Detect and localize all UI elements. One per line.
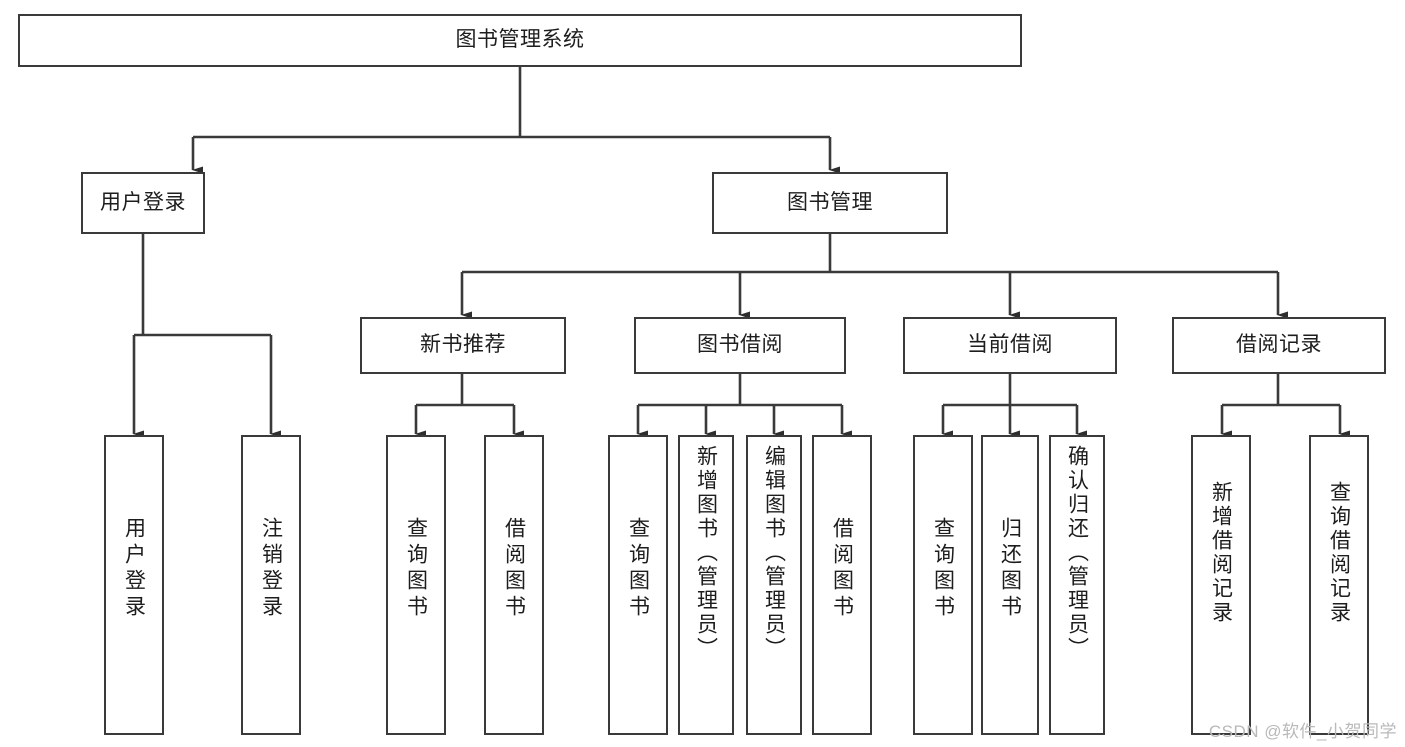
node-current-borrow[interactable]: 当前借阅 — [903, 317, 1117, 374]
watermark: CSDN @软件_小贺同学 — [1208, 722, 1397, 741]
leaf-query-book-1-label: 查询图书 — [404, 517, 428, 621]
node-new-book-recommend[interactable]: 新书推荐 — [360, 317, 566, 374]
node-root[interactable]: 图书管理系统 — [18, 14, 1022, 67]
leaf-query-book-2-label: 查询图书 — [626, 517, 650, 621]
leaf-query-book-3-label: 查询图书 — [931, 517, 955, 621]
leaf-borrow-book-2-label: 借阅图书 — [830, 517, 854, 621]
leaf-borrow-book-1[interactable]: 借阅图书 — [484, 435, 544, 735]
leaf-confirm-return[interactable]: 确认归还（管理员） — [1049, 435, 1105, 735]
leaf-user-logout-label: 注销登录 — [259, 517, 283, 621]
leaf-add-borrow-record-label: 新增借阅记录 — [1209, 481, 1233, 625]
leaf-query-borrow-record[interactable]: 查询借阅记录 — [1309, 435, 1369, 735]
node-user-login-label: 用户登录 — [100, 190, 186, 214]
node-user-login[interactable]: 用户登录 — [81, 172, 205, 234]
node-root-label: 图书管理系统 — [455, 28, 585, 52]
node-book-borrow[interactable]: 图书借阅 — [634, 317, 846, 374]
leaf-edit-book-label: 编辑图书（管理员） — [762, 445, 786, 661]
leaf-query-book-2[interactable]: 查询图书 — [608, 435, 668, 735]
leaf-user-logout[interactable]: 注销登录 — [241, 435, 301, 735]
leaf-add-book-label: 新增图书（管理员） — [694, 445, 718, 661]
leaf-user-login[interactable]: 用户登录 — [104, 435, 164, 735]
leaf-borrow-book-2[interactable]: 借阅图书 — [812, 435, 872, 735]
leaf-borrow-book-1-label: 借阅图书 — [502, 517, 526, 621]
leaf-edit-book[interactable]: 编辑图书（管理员） — [746, 435, 802, 735]
leaf-query-borrow-record-label: 查询借阅记录 — [1327, 481, 1351, 625]
node-book-manage-label: 图书管理 — [787, 190, 873, 214]
leaf-user-login-label: 用户登录 — [122, 517, 146, 621]
node-borrow-record[interactable]: 借阅记录 — [1172, 317, 1386, 374]
leaf-query-book-3[interactable]: 查询图书 — [913, 435, 973, 735]
leaf-add-book[interactable]: 新增图书（管理员） — [678, 435, 734, 735]
leaf-return-book[interactable]: 归还图书 — [981, 435, 1039, 735]
node-book-manage[interactable]: 图书管理 — [712, 172, 948, 234]
node-new-book-recommend-label: 新书推荐 — [420, 333, 506, 357]
node-current-borrow-label: 当前借阅 — [967, 333, 1053, 357]
leaf-query-book-1[interactable]: 查询图书 — [386, 435, 446, 735]
node-book-borrow-label: 图书借阅 — [697, 333, 783, 357]
leaf-confirm-return-label: 确认归还（管理员） — [1065, 445, 1089, 661]
leaf-return-book-label: 归还图书 — [998, 517, 1022, 621]
leaf-add-borrow-record[interactable]: 新增借阅记录 — [1191, 435, 1251, 735]
node-borrow-record-label: 借阅记录 — [1236, 333, 1322, 357]
